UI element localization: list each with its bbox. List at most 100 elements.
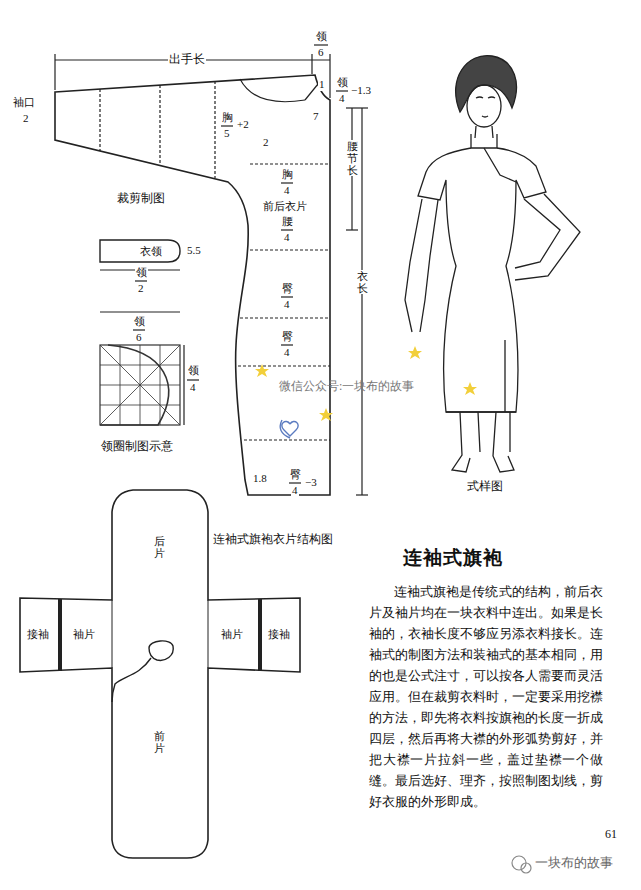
- dimension-value: 1: [318, 78, 326, 91]
- pattern-draft: [240, 317, 330, 318]
- dress-figure: [405, 199, 438, 332]
- pattern-draft: [214, 81, 215, 178]
- watermark-ornament: [319, 408, 333, 421]
- watermark-ornament: [255, 364, 269, 377]
- dress-figure: [515, 194, 580, 280]
- dimension-value: −1.3: [350, 84, 372, 97]
- watermark-ornament: [280, 420, 298, 438]
- garment-layout: 后片接袖 袖片 袖片 接袖前片: [15, 480, 305, 865]
- pattern-draft: [183, 345, 184, 425]
- dress-figure: [405, 56, 580, 472]
- pattern-draft: [250, 163, 330, 164]
- pattern-draft: [311, 54, 312, 74]
- dimension-value: 4: [283, 346, 291, 359]
- garment-outline: [20, 490, 300, 858]
- dimension-label: 臀: [289, 468, 302, 481]
- piece-label: 前片: [154, 730, 165, 754]
- watermark-ornament: [521, 863, 531, 873]
- pattern-draft: [159, 85, 160, 165]
- dress-figure: [446, 340, 516, 412]
- collar-diagram: [100, 345, 169, 425]
- piece-label: 袖片: [73, 628, 95, 640]
- dimension-value: 7: [312, 110, 320, 123]
- heading: 连袖式旗袍: [402, 547, 504, 569]
- pattern-draft: [238, 365, 330, 366]
- collar-piece: 衣领: [100, 240, 180, 262]
- dimension-label: 领: [315, 30, 328, 43]
- collar-diagram: [100, 345, 180, 425]
- figure-caption: 式样图: [466, 480, 504, 494]
- dimension-label: 衣长: [356, 270, 369, 294]
- dimension-label: 领: [133, 315, 146, 328]
- dimension-label: 臀: [281, 282, 294, 295]
- pattern-draft: [100, 311, 180, 312]
- pattern-draft: [55, 45, 368, 495]
- dimension-value: 2: [22, 112, 30, 125]
- piece-label: 接袖: [27, 628, 49, 640]
- dress-figure: [475, 126, 493, 138]
- dimension-value: 4: [283, 231, 291, 244]
- dimension-value: −3: [304, 476, 318, 489]
- dimension-label: 袖口: [12, 96, 36, 109]
- watermark: 一块布的故事: [534, 856, 614, 871]
- piece-label: 后片: [154, 535, 165, 559]
- pattern-draft: [356, 494, 368, 495]
- piece-label: 衣领: [140, 245, 162, 257]
- pattern-draft: [346, 107, 368, 108]
- dimension-value: 5.5: [186, 244, 202, 257]
- dimension-value: 2: [137, 282, 145, 295]
- dimension-label: 领: [135, 266, 148, 279]
- dimension-value: +2: [236, 118, 250, 131]
- watermark-ornament: [408, 346, 422, 359]
- pattern-draft: [361, 108, 362, 495]
- dimension-value: 2: [262, 136, 270, 149]
- dimension-value: 6: [135, 331, 143, 344]
- pattern-draft: [244, 439, 330, 440]
- collar-diagram: [100, 345, 180, 425]
- dimension-value: 4: [189, 381, 197, 394]
- pattern-draft: [54, 54, 55, 90]
- collar-diagram: [100, 345, 180, 425]
- dimension-label: 出手长: [168, 53, 206, 67]
- pattern-draft: [346, 229, 358, 230]
- dimension-value: 4: [283, 298, 291, 311]
- dress-figure: [456, 56, 517, 112]
- pattern-draft: [329, 54, 330, 98]
- collar-diagram: [100, 405, 180, 406]
- dimension-value: 1.8: [252, 472, 268, 485]
- dress-figure: [418, 148, 546, 412]
- dress-figure: [476, 97, 495, 117]
- dimension-label: 腰节长: [346, 140, 359, 176]
- pattern-draft: [250, 249, 330, 250]
- piece-label: 袖片: [221, 628, 243, 640]
- dimension-value: 4: [291, 484, 299, 497]
- dimension-label: 臀: [281, 330, 294, 343]
- dimension-label: 腰: [281, 215, 294, 228]
- pattern-draft: [240, 79, 305, 102]
- collar-diagram: [100, 345, 180, 425]
- dimension-value: 4: [338, 92, 346, 105]
- piece-label: 接袖: [268, 628, 290, 640]
- page-number: 61: [604, 828, 618, 842]
- pattern-draft: [99, 89, 100, 151]
- dress-figure: [467, 85, 501, 127]
- dimension-value: 4: [283, 184, 291, 197]
- watermark-ornament: [463, 382, 477, 395]
- diagram-caption: 领圈制图示意: [100, 440, 174, 454]
- dimension-value: 6: [317, 46, 325, 59]
- pattern-draft: [55, 75, 330, 495]
- part-label: 前后衣片: [262, 200, 308, 213]
- dress-figure: [484, 148, 516, 182]
- collar-diagram: [100, 365, 180, 366]
- collar-outline: [100, 240, 180, 262]
- dress-figure: [452, 412, 514, 472]
- dimension-label: 胸: [221, 111, 234, 124]
- pattern-draft: [305, 84, 318, 100]
- watermark: 微信公众号:一块布的故事: [278, 380, 415, 394]
- dimension-label: 胸: [281, 168, 294, 181]
- diagram-caption: 连袖式旗袍衣片结构图: [212, 533, 334, 547]
- dress-figure: [471, 134, 497, 148]
- dimension-label: 领: [187, 364, 200, 377]
- body-text: 连袖式旗袍是传统式的结构，前后衣片及袖片均在一块衣料中连出。如果是长袖的，衣袖长…: [368, 582, 604, 813]
- dimension-label: 领: [336, 76, 349, 89]
